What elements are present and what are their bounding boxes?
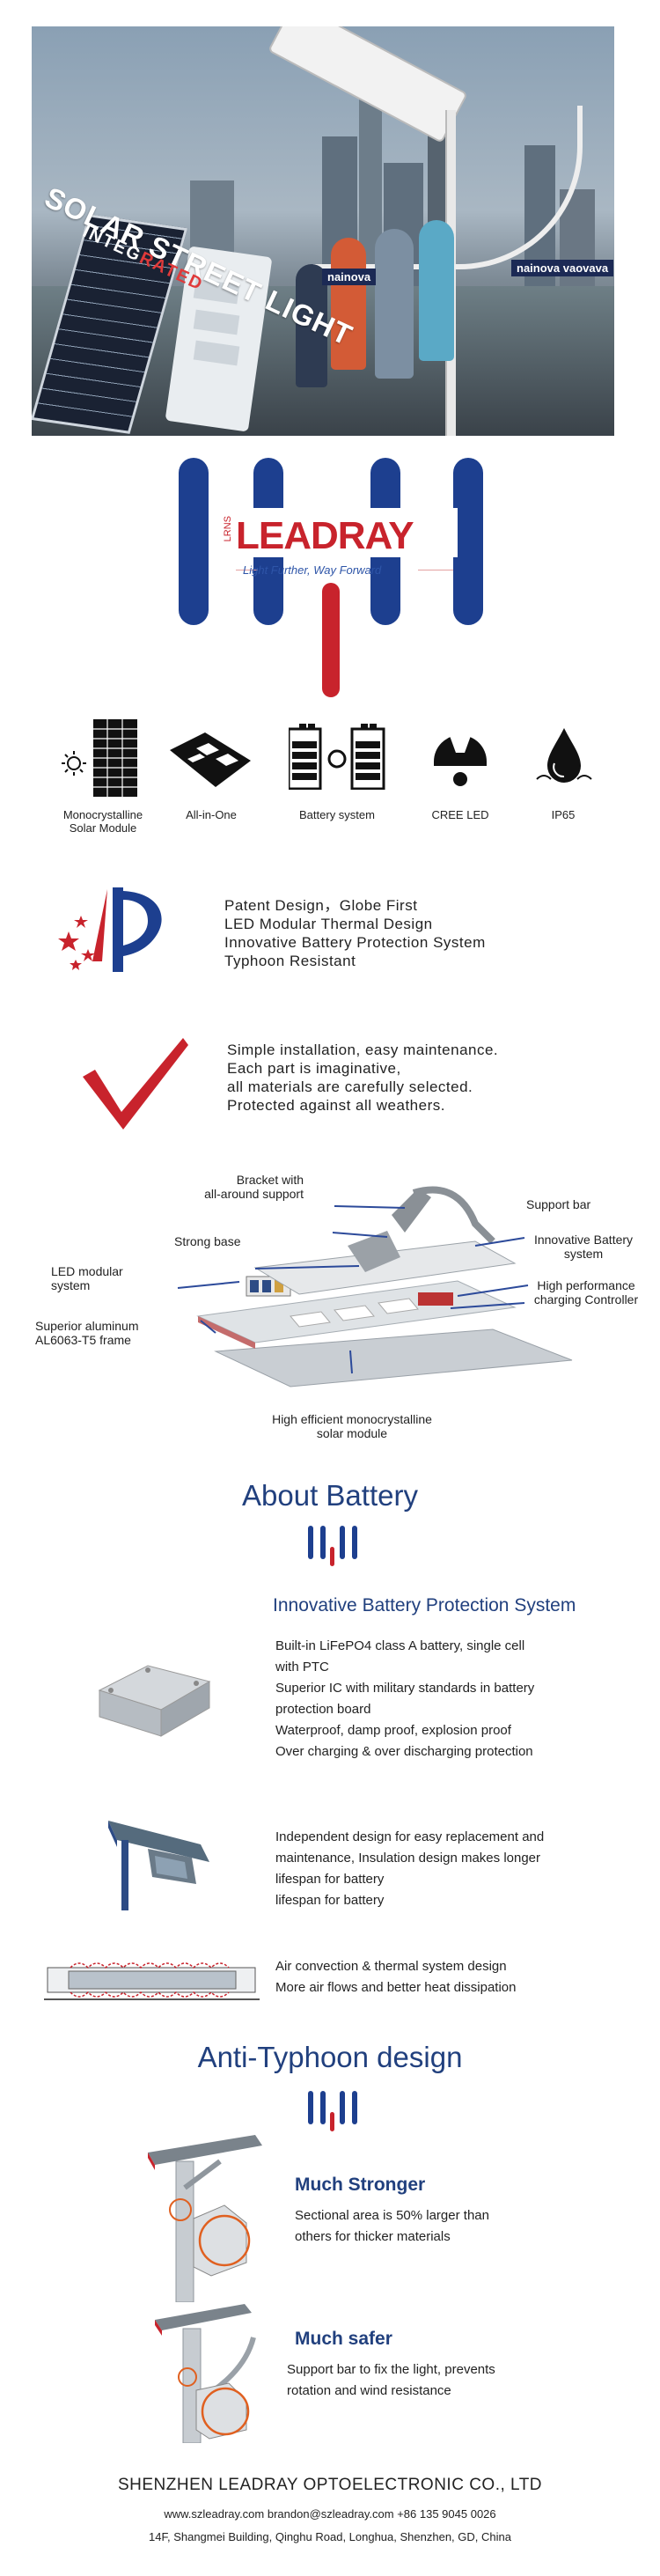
label-led-modular: LED modular system [51,1264,123,1292]
label-battery-system: Innovative Battery system [533,1233,634,1261]
battery-box-image [95,1655,214,1743]
exploded-diagram: Bracket with all-around support Support … [0,1162,660,1453]
cree-led-icon [429,726,491,788]
feature-label-solar: Monocrystalline Solar Module [62,808,143,835]
all-in-one-icon [170,732,251,787]
label-strong-base: Strong base [174,1234,241,1248]
patent-text: Patent Design，Globe First LED Modular Th… [224,897,486,969]
label-support-bar: Support bar [526,1197,591,1211]
solar-panel-icon [62,718,141,801]
safer-title: Much safer [295,2329,392,2349]
logo-bar [453,458,483,625]
feature-label-battery: Battery system [299,808,375,821]
battery-text-3: Air convection & thermal system design M… [275,1959,517,1995]
battery-system-icon [287,724,385,791]
battery-replacement-image [104,1814,223,1919]
thermal-design-image [44,1950,260,2007]
ip65-drop-icon [535,726,593,788]
battery-text-2: Independent design for easy replacement … [275,1829,545,1908]
footer-company: SHENZHEN LEADRAY OPTOELECTRONIC CO., LTD [117,2476,543,2494]
hero-image: nainova nainova vaovava SOLAR STREET LIG… [32,26,614,436]
safer-text: Support bar to fix the light, prevents r… [287,2362,495,2398]
feature-label-ip65: IP65 [551,808,576,821]
checkmark-icon [79,1034,189,1131]
logo-brand: LEADRAY [236,514,414,557]
typhoon-heading: Anti-Typhoon design [197,2041,463,2073]
footer-contact: www.szleadray.com brandon@szleadray.com … [164,2507,496,2521]
feature-label-cree: CREE LED [431,808,489,821]
stronger-pole-image [141,2135,273,2303]
battery-text-1: Built-in LiFePO4 class A battery, single… [275,1638,535,1759]
logo-slogan: Light Further, Way Forward [243,563,382,577]
label-charging-controller: High performance charging Controller [533,1278,639,1306]
stronger-title: Much Stronger [295,2175,426,2195]
safer-pole-image [148,2302,280,2444]
install-text: Simple installation, easy maintenance. E… [227,1041,499,1114]
logo-small-text: LRNS [223,516,233,542]
label-aluminum-frame: Superior aluminum AL6063-T5 frame [35,1319,139,1347]
label-solar-module: High efficient monocrystalline solar mod… [272,1412,432,1440]
feature-label-all-in-one: All-in-One [186,808,237,821]
about-battery-heading: About Battery [242,1479,418,1512]
logo-red-bar [322,583,340,697]
hero-banner-2: nainova vaovava [511,260,614,276]
patent-logo-icon [53,880,176,977]
battery-subtitle: Innovative Battery Protection System [273,1595,576,1616]
label-bracket: Bracket with all-around support [204,1173,304,1201]
logo-bar [179,458,209,625]
hero-banner-1: nainova [322,269,377,285]
stronger-text: Sectional area is 50% larger than others… [295,2208,489,2244]
footer-address: 14F, Shangmei Building, Qinghu Road, Lon… [149,2530,511,2543]
